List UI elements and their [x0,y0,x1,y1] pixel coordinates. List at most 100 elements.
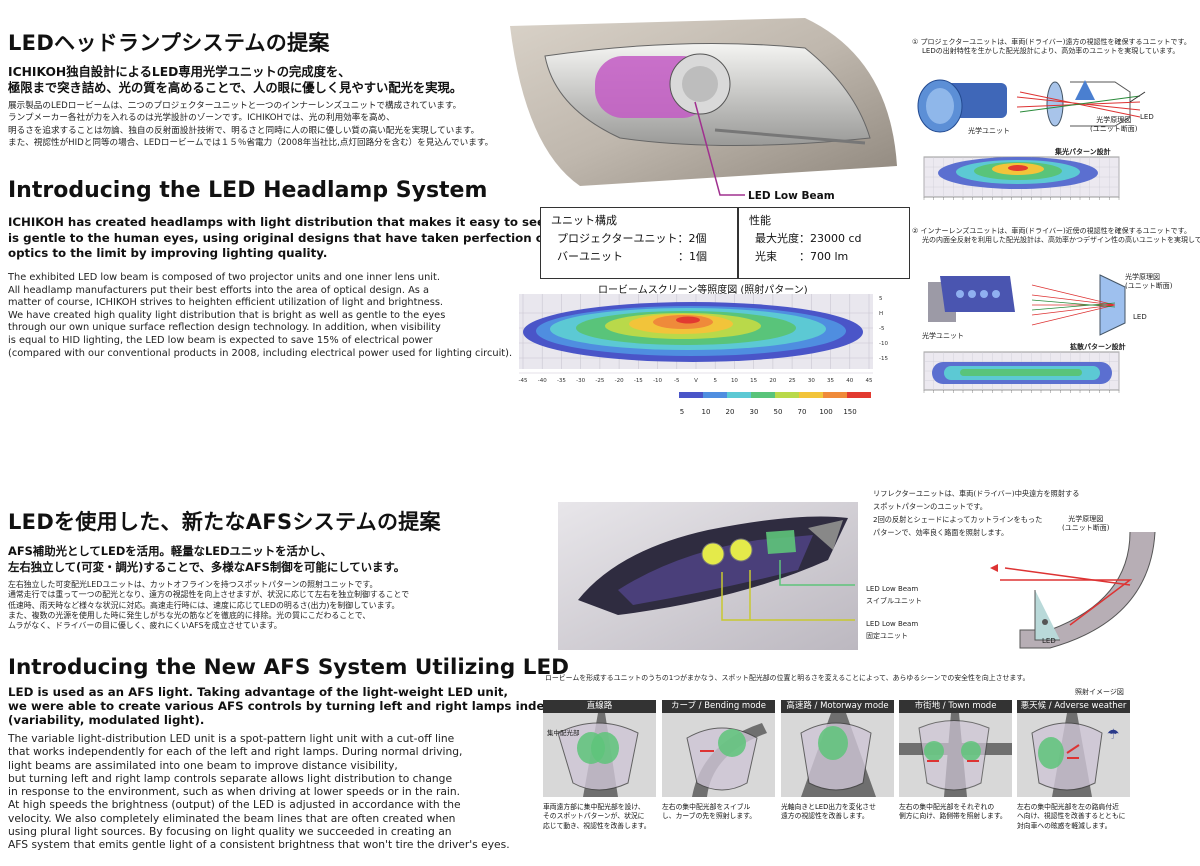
unit-composition-title: ユニット構成 [551,214,617,227]
label-line: 光学原理図 [1068,515,1104,523]
legend-swatch [751,392,775,398]
section2-title-jp: LEDを使用した、新たなAFSシステムの提案 [8,510,441,534]
note-line: パターンで、効率良く路面を照射します。 [873,528,1009,537]
body-line: using plural light sources. By focusing … [8,825,452,839]
projector-principle-diagram [1016,80,1146,127]
performance-title: 性能 [749,214,771,227]
x-tick-label: 35 [827,378,834,384]
note-line: スポットパターンのユニットです。 [873,502,987,511]
section2-body-en: The variable light-distribution LED unit… [8,732,510,852]
reflector-principle-diagram [990,531,1156,649]
legend-swatch [823,392,847,398]
x-tick-label: -10 [653,378,662,384]
body-line: but turning left and right lamp controls… [8,771,453,785]
x-tick-label: -40 [538,378,547,384]
projector-principle-label: 光学原理図 (ユニット断面) [1090,116,1137,134]
body-line: ムラがなく、ドライバーの目に優しく、疲れにくいAFSを成立させています。 [8,621,282,631]
section1-title-jp: LEDヘッドランプシステムの提案 [8,31,330,55]
label-line: スイブルユニット [866,597,922,605]
x-tick-label: -35 [557,378,566,384]
projector-led-label: LED [1140,113,1154,121]
legend-label: 5 [680,408,684,416]
fixed-unit-label: LED Low Beam 固定ユニット [866,618,918,642]
label-line: (ユニット断面) [1090,125,1138,133]
mode-description: 左右の集中配光部を左の路肩付近 へ向け、視認性を改善するとともに 対向車への眩惑… [1017,803,1130,831]
pattern1-title: 集光パターン設計 [1055,148,1111,156]
x-tick-label: -25 [595,378,604,384]
mode-title: 市街地 / Town mode [899,700,1012,713]
body-line: velocity. We also completely eliminated … [8,811,456,825]
mode-title: 直線路 [543,700,656,713]
body-line: 低速時、雨天時など様々な状況に対応。高速走行時には、速度に応じてLEDの明るさ(… [8,600,400,610]
x-tick-label: -20 [615,378,624,384]
mode-illustration [781,713,894,797]
section1-body-jp: 展示製品のLEDロービームは、二つのプロジェクターユニットと一つのインナーレンズ… [8,100,493,150]
body-line: また、複数の光源を使用した時に発生しがちな光の筋などを徹底的に排除。光の質にこだ… [8,610,371,620]
x-tick-label: -45 [519,378,528,384]
mode-description: 左右の集中配光部をそれぞれの 側方に向け、路側帯を照射します。 [899,803,1012,822]
x-tick-label: 5 [713,378,717,384]
lead-line: AFS補助光としてLEDを活用。軽量なLEDユニットを活かし、 [8,544,333,558]
legend-swatch [679,392,703,398]
reflector-principle-label: 光学原理図 (ユニット断面) [1062,515,1109,533]
pattern1-ticks [923,197,1120,200]
x-tick-label: 25 [789,378,796,384]
mode-illustration [662,713,775,797]
body-line: All headlamp manufacturers put their bes… [8,284,429,296]
reflector-led-label: LED [1042,637,1056,645]
mode-title: 悪天候 / Adverse weather mode [1017,700,1130,724]
mode-description: 車両遠方部に集中配光部を設け、 そのスポットパターンが、状況に 応じて動き、視認… [543,803,656,831]
label-line: LED Low Beam [866,620,919,628]
lead-line: optics to the limit by improving lightin… [8,246,328,260]
inner-lens-led-label: LED [1133,313,1147,321]
legend-label: 30 [750,408,759,416]
section2-title-en: Introducing the New AFS System Utilizing… [8,655,570,680]
mode-illustration [899,713,1012,797]
afs-callout-lines [721,560,855,621]
x-tick-label: 10 [731,378,738,384]
x-tick-label: 30 [808,378,815,384]
modes-intro: ロービームを形成するユニットのうちの1つがまかなう、スポット配光部の位置と明るさ… [545,674,1030,682]
isolux-band-150 [676,316,700,324]
note-line: ② インナーレンズユニットは、車両(ドライバー)近傍の視認性を確保するユニットで… [912,227,1191,235]
desc-line: 光軸向きとLED出力を変化させ [781,803,876,811]
diffusion-pattern-chart [923,351,1120,393]
mode-adverse-weather: 悪天候 / Adverse weather mode ☂ 左右の集中配光部を左の… [1017,700,1130,830]
legend-label: 70 [798,408,807,416]
label-line: 光学原理図 [1096,116,1132,124]
desc-line: 対向車への眩惑を軽減します。 [1017,821,1112,830]
body-line: AFS system that emits gentle light of a … [8,838,510,852]
section1-body-en: The exhibited LED low beam is composed o… [8,272,512,360]
x-tick-label: -5 [674,378,680,384]
isolux-title: ロービームスクリーン等照度図 (照射パターン) [598,285,808,296]
body-line: that works independently for each of the… [8,745,463,759]
perf-row: 最大光度：23000 cd [755,232,862,245]
modes-caption: 照射イメージ図 [1075,688,1124,696]
legend-swatch [847,392,871,398]
led-low-beam-label: LED Low Beam [748,190,835,202]
lead-line: ICHIKOH独自設計によるLED専用光学ユニットの完成度を、 [8,65,351,79]
body-line: is equal to HID lighting, the LED low be… [8,334,433,346]
x-tick-label: 15 [750,378,757,384]
body-line: 通常走行では重って一つの配光となり、遠方の視認性を向上させますが、状況に応じて左… [8,590,410,600]
pattern2-ticks [923,390,1120,393]
y-tick-label: -15 [879,356,888,362]
body-line: through our own unique surface reflectio… [8,322,441,334]
mode-straight: 直線路 集中配光部 車両遠方部に集中配光部を設け、 そのスポットパターンが、状況… [543,700,656,830]
desc-line: 左右の集中配光部をそれぞれの [899,803,995,811]
body-line: matter of course, ICHIKOH strives to hei… [8,297,444,309]
inner-lens-principle-label: 光学原理図 (ユニット断面) [1125,273,1172,291]
lead-line: 極限まで突き詰め、光の質を高めることで、人の眼に優しく見やすい配光を実現。 [8,81,463,95]
section1-title-en: Introducing the LED Headlamp System [8,178,488,203]
unit-composition-box: ユニット構成 プロジェクターユニット：2個 バーユニット ：1個 [540,207,738,279]
inner-lens-note: ② インナーレンズユニットは、車両(ドライバー)近傍の視認性を確保するユニットで… [912,227,1200,245]
mode-bending: カーブ / Bending mode 左右の集中配光部をスイブル し、カーブの先… [662,700,775,820]
note-line: 2回の反射とシェードによってカットラインをもった [873,515,1043,524]
body-line: At high speeds the brightness (output) o… [8,798,461,812]
inner-lens-unit-image [928,276,1015,322]
desc-line: へ向け、視認性を改善するとともに [1017,812,1126,821]
desc-line: そのスポットパターンが、状況に [543,812,645,821]
section1-lead-en: ICHIKOH has created headlamps with light… [8,215,578,262]
legend-swatch [775,392,799,398]
